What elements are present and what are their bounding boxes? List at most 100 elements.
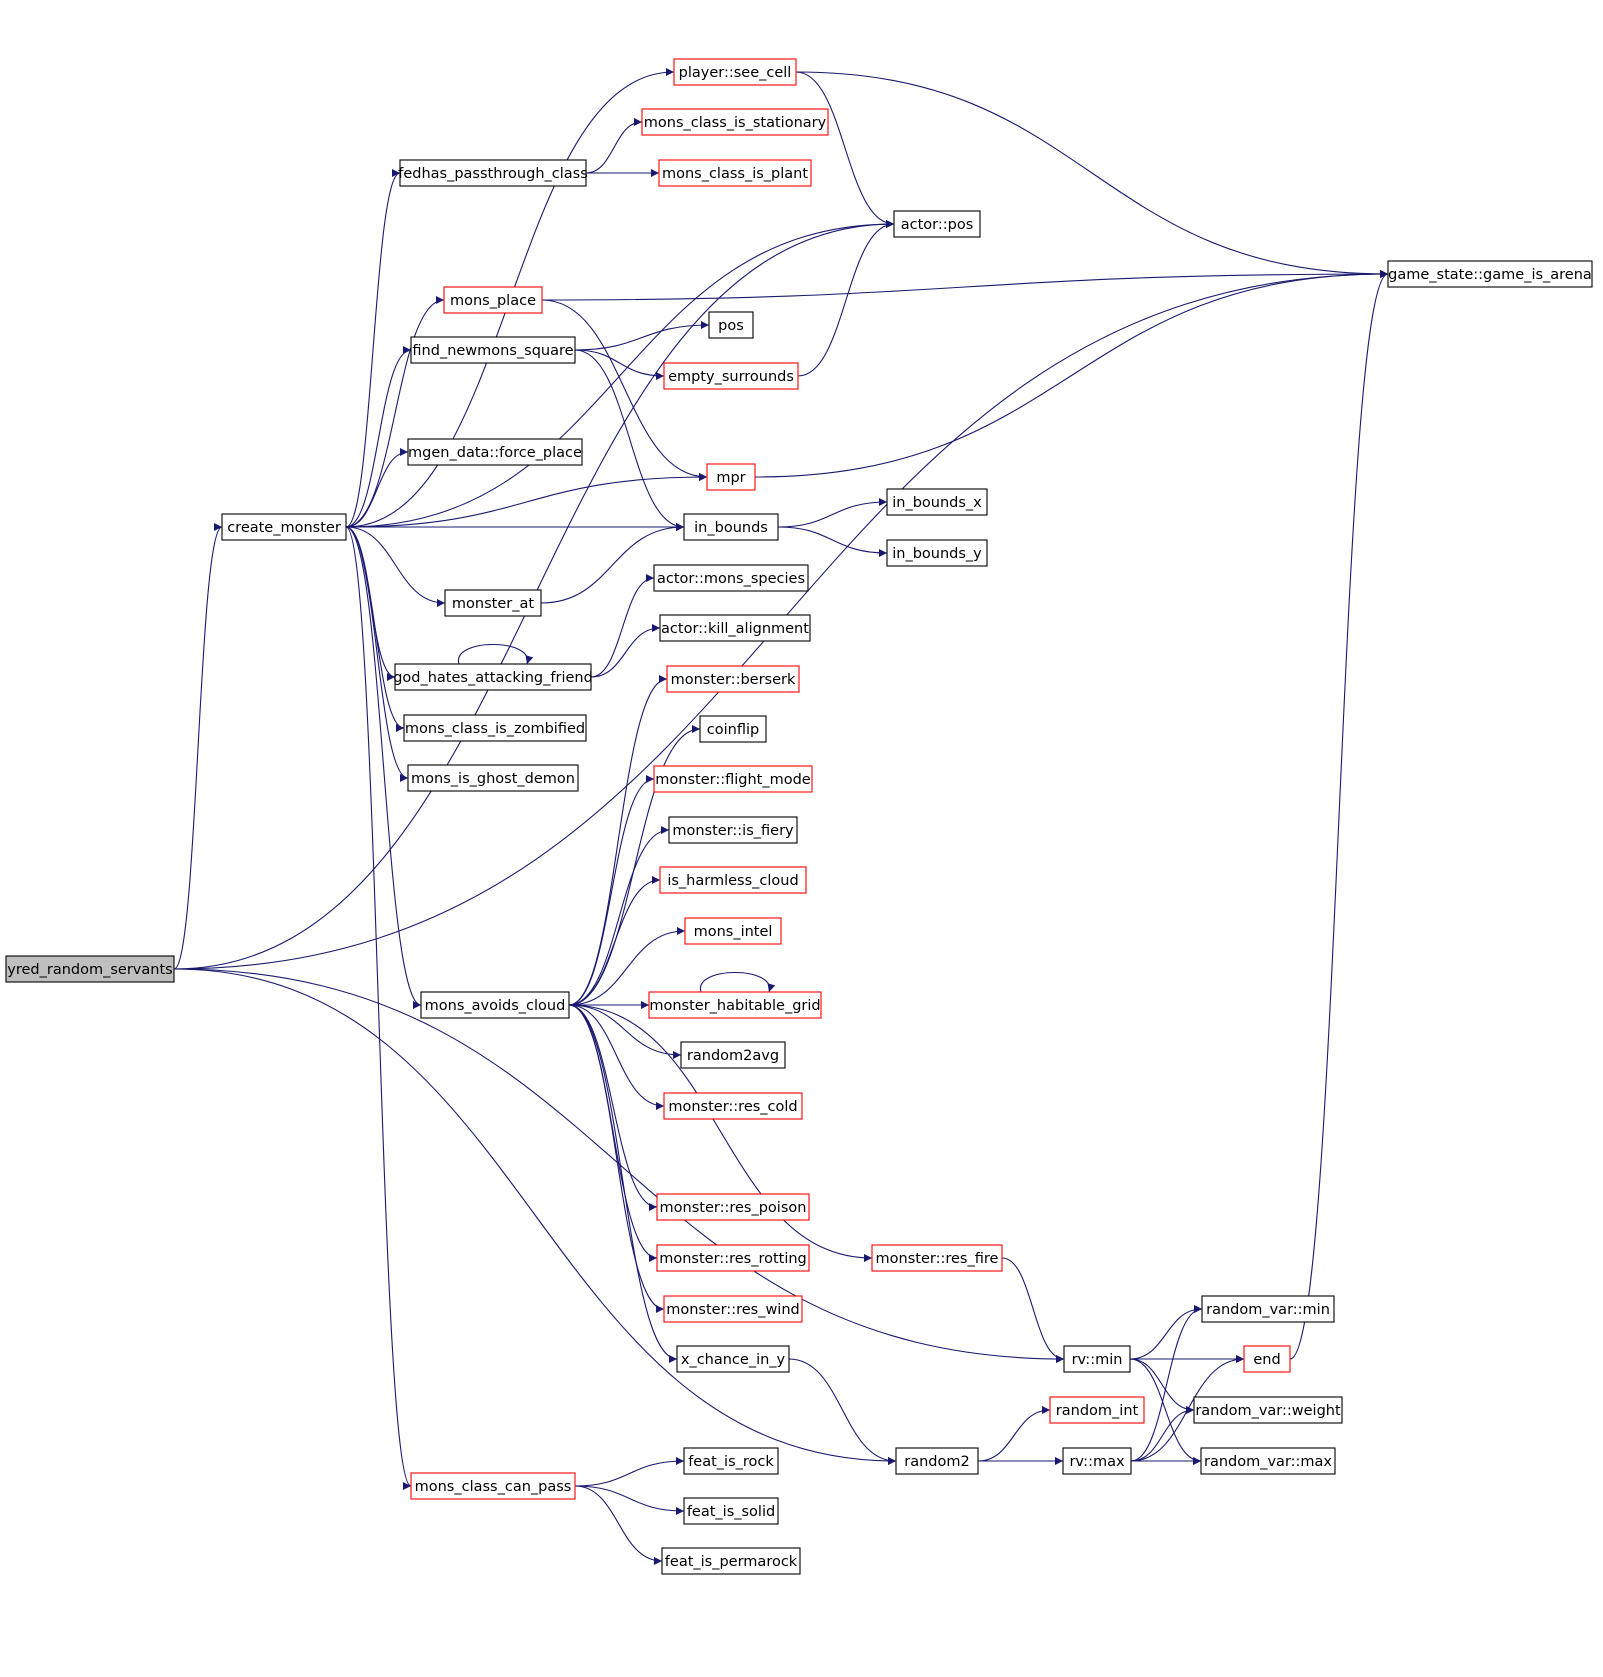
node-in-bounds-x[interactable]: in_bounds_x — [886, 488, 988, 516]
node-rv-var-min[interactable]: random_var::min — [1201, 1295, 1335, 1323]
edge-avoids_cloud-to-flight_mode — [568, 775, 655, 1006]
edge-avoids_cloud-to-res_wind — [568, 1004, 665, 1313]
edge-res_fire-to-rv_min — [1001, 1257, 1065, 1363]
node-label: game_state::game_is_arena — [1388, 267, 1592, 283]
node-label: random2 — [904, 1454, 969, 1470]
node-berserk[interactable]: monster::berserk — [666, 665, 800, 693]
node-monster-at[interactable]: monster_at — [444, 589, 542, 617]
node-box — [663, 1092, 803, 1120]
node-empty-surrounds[interactable]: empty_surrounds — [663, 362, 799, 390]
node-in-bounds-y[interactable]: in_bounds_y — [886, 539, 988, 567]
node-mons-species[interactable]: actor::mons_species — [653, 564, 809, 592]
edge-can_pass-to-feat_is_solid — [574, 1485, 685, 1515]
node-mons-intel[interactable]: mons_intel — [684, 917, 782, 945]
node-label: feat_is_permarock — [665, 1554, 798, 1570]
node-label: pos — [718, 318, 744, 334]
node-box — [394, 663, 592, 691]
node-feat-is-rock[interactable]: feat_is_rock — [683, 1447, 779, 1475]
node-res-rotting[interactable]: monster::res_rotting — [656, 1244, 810, 1272]
edge-create_monster-to-zombified — [345, 526, 405, 732]
node-force-place[interactable]: mgen_data::force_place — [407, 438, 583, 466]
edge-see_cell-to-game_is_arena — [795, 71, 1389, 278]
node-god-hates[interactable]: god_hates_attacking_friend — [393, 663, 593, 691]
node-label: monster::berserk — [671, 672, 796, 688]
node-box — [668, 816, 798, 844]
node-is-fiery[interactable]: monster::is_fiery — [668, 816, 798, 844]
edge-create_monster-to-actor_pos — [345, 220, 895, 528]
edge-god_hates-to-mons_species — [590, 574, 655, 678]
node-see-cell[interactable]: player::see_cell — [673, 58, 797, 86]
node-box — [663, 1295, 803, 1323]
node-end[interactable]: end — [1243, 1345, 1291, 1373]
node-label: in_bounds — [694, 520, 768, 536]
node-yred[interactable]: yred_random_servants — [5, 955, 175, 983]
node-label: random2avg — [687, 1048, 779, 1064]
node-label: mons_avoids_cloud — [425, 998, 566, 1014]
node-label: yred_random_servants — [7, 962, 172, 978]
node-box — [708, 311, 754, 339]
node-random2[interactable]: random2 — [895, 1447, 979, 1475]
node-is-stationary[interactable]: mons_class_is_stationary — [641, 108, 829, 136]
node-is-plant[interactable]: mons_class_is_plant — [658, 159, 812, 187]
node-res-wind[interactable]: monster::res_wind — [663, 1295, 803, 1323]
edge-avoids_cloud-to-mons_intel — [568, 927, 686, 1006]
node-label: mons_class_is_zombified — [405, 721, 585, 737]
node-game-is-arena[interactable]: game_state::game_is_arena — [1387, 260, 1593, 288]
node-label: mons_class_is_stationary — [644, 115, 827, 131]
node-label: coinflip — [707, 722, 759, 738]
node-in-bounds[interactable]: in_bounds — [683, 513, 779, 541]
node-box — [659, 866, 807, 894]
node-box — [656, 1193, 810, 1221]
node-box — [443, 286, 543, 314]
node-feat-is-solid[interactable]: feat_is_solid — [683, 1497, 779, 1525]
node-box — [410, 1472, 576, 1500]
node-res-fire[interactable]: monster::res_fire — [871, 1244, 1003, 1272]
node-box — [641, 108, 829, 136]
node-flight-mode[interactable]: monster::flight_mode — [653, 765, 813, 793]
node-label: end — [1253, 1352, 1280, 1368]
node-box — [1387, 260, 1593, 288]
node-rv-max[interactable]: rv::max — [1062, 1447, 1132, 1475]
node-label: feat_is_rock — [688, 1454, 774, 1470]
node-random2avg[interactable]: random2avg — [680, 1041, 786, 1069]
node-can-pass[interactable]: mons_class_can_pass — [410, 1472, 576, 1500]
node-habitable-grid[interactable]: monster_habitable_grid — [648, 991, 822, 1019]
node-label: in_bounds_y — [892, 546, 982, 562]
node-x-chance[interactable]: x_chance_in_y — [676, 1345, 790, 1373]
node-res-cold[interactable]: monster::res_cold — [663, 1092, 803, 1120]
node-actor-pos[interactable]: actor::pos — [893, 210, 981, 238]
node-avoids-cloud[interactable]: mons_avoids_cloud — [420, 991, 570, 1019]
edge-in_bounds-to-in_bounds_y — [777, 526, 888, 557]
node-mpr[interactable]: mpr — [706, 463, 756, 491]
node-harmless-cloud[interactable]: is_harmless_cloud — [659, 866, 807, 894]
node-label: mons_is_ghost_demon — [411, 771, 575, 787]
node-label: create_monster — [227, 520, 341, 536]
node-label: in_bounds_x — [892, 495, 982, 511]
node-coinflip[interactable]: coinflip — [699, 715, 767, 743]
node-fedhas[interactable]: fedhas_passthrough_class — [398, 159, 588, 187]
node-box — [666, 665, 800, 693]
node-rv-weight[interactable]: random_var::weight — [1193, 1396, 1343, 1424]
node-feat-is-permarock[interactable]: feat_is_permarock — [661, 1547, 801, 1575]
edge-avoids_cloud-to-res_cold — [568, 1004, 665, 1110]
node-zombified[interactable]: mons_class_is_zombified — [403, 714, 587, 742]
node-pos[interactable]: pos — [708, 311, 754, 339]
node-rv-var-max[interactable]: random_var::max — [1200, 1447, 1336, 1475]
node-label: monster::flight_mode — [655, 772, 811, 788]
node-kill-alignment[interactable]: actor::kill_alignment — [659, 614, 811, 642]
node-box — [1243, 1345, 1291, 1373]
node-mons-place[interactable]: mons_place — [443, 286, 543, 314]
edge-avoids_cloud-to-harmless_cloud — [568, 876, 661, 1006]
node-res-poison[interactable]: monster::res_poison — [656, 1193, 810, 1221]
node-create-monster[interactable]: create_monster — [221, 513, 347, 541]
node-random-int[interactable]: random_int — [1049, 1396, 1145, 1424]
nodes-layer: yred_random_servants create_monster player… — [5, 58, 1593, 1575]
node-box — [5, 955, 175, 983]
edge-create_monster-to-ghost_demon — [345, 526, 409, 782]
node-label: mons_place — [450, 293, 536, 309]
node-ghost-demon[interactable]: mons_is_ghost_demon — [407, 764, 579, 792]
node-label: monster_habitable_grid — [649, 998, 820, 1014]
node-label: monster::res_fire — [876, 1251, 999, 1267]
node-rv-min[interactable]: rv::min — [1063, 1345, 1131, 1373]
node-find-newmons[interactable]: find_newmons_square — [410, 336, 576, 364]
